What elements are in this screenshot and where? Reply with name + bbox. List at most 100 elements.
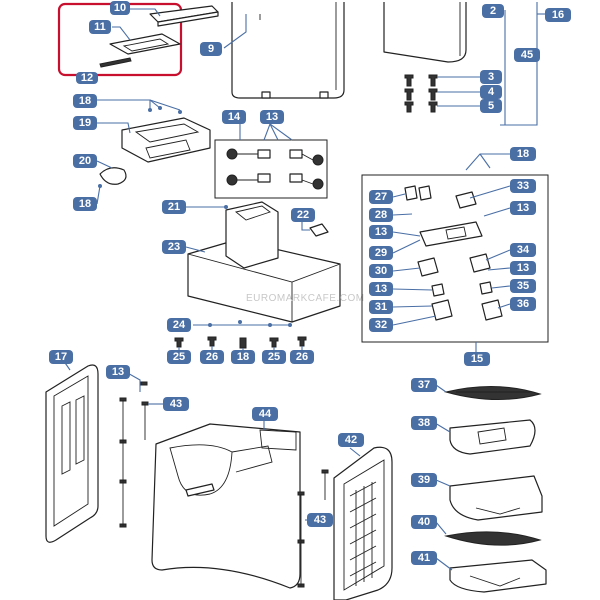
svg-text:2: 2 <box>490 5 496 17</box>
callout-18-c: 18 <box>231 350 255 364</box>
svg-text:26: 26 <box>206 351 218 363</box>
callout-13-f: 13 <box>106 365 130 379</box>
callout-30: 30 <box>369 264 393 278</box>
callout-24: 24 <box>167 318 191 332</box>
callout-32: 32 <box>369 318 393 332</box>
svg-text:44: 44 <box>259 408 272 420</box>
valve-kit-14 <box>214 123 328 199</box>
svg-text:21: 21 <box>168 201 180 213</box>
side-panel-17 <box>45 356 99 543</box>
tray-39 <box>435 475 543 521</box>
callout-16: 16 <box>545 8 571 22</box>
callout-44: 44 <box>252 407 278 421</box>
callout-20: 20 <box>73 154 97 168</box>
callout-29: 29 <box>369 246 393 260</box>
callout-26-b: 26 <box>290 350 314 364</box>
svg-text:35: 35 <box>517 280 529 292</box>
callout-43-b: 43 <box>307 513 333 527</box>
svg-text:31: 31 <box>375 301 387 313</box>
callout-14: 14 <box>222 110 246 124</box>
svg-text:43: 43 <box>314 514 326 526</box>
callout-33: 33 <box>510 179 536 193</box>
callout-2: 2 <box>482 4 504 18</box>
svg-text:12: 12 <box>81 72 93 84</box>
callout-41: 41 <box>411 551 437 565</box>
svg-text:41: 41 <box>418 552 430 564</box>
callout-17: 17 <box>49 350 73 364</box>
callout-25-a: 25 <box>167 350 191 364</box>
callout-28: 28 <box>369 208 393 222</box>
callout-23: 23 <box>162 240 186 254</box>
callout-13-d: 13 <box>510 201 536 215</box>
tray-41 <box>435 557 547 593</box>
screw-group-3-4-5 <box>404 74 480 113</box>
callout-45: 45 <box>514 48 540 62</box>
watermark-text: EUROMARKCAFE.COM <box>246 293 365 304</box>
callout-9: 9 <box>200 42 222 56</box>
svg-text:25: 25 <box>268 351 280 363</box>
callout-40: 40 <box>411 515 437 529</box>
svg-text:13: 13 <box>517 262 529 274</box>
svg-text:4: 4 <box>488 86 495 98</box>
callout-42: 42 <box>338 433 364 447</box>
callout-38: 38 <box>411 416 437 430</box>
svg-text:16: 16 <box>552 9 564 21</box>
callout-25-b: 25 <box>262 350 286 364</box>
screw-column-right <box>297 469 329 588</box>
callout-19: 19 <box>73 116 97 130</box>
callout-22: 22 <box>291 208 315 222</box>
svg-text:24: 24 <box>173 319 186 331</box>
svg-text:29: 29 <box>375 247 387 259</box>
svg-text:13: 13 <box>375 226 387 238</box>
svg-text:40: 40 <box>418 516 430 528</box>
svg-text:23: 23 <box>168 241 180 253</box>
side-bracket <box>500 2 545 126</box>
svg-text:27: 27 <box>375 191 387 203</box>
svg-text:15: 15 <box>471 353 483 365</box>
svg-text:37: 37 <box>418 379 430 391</box>
dispenser-kit-15 <box>361 153 549 352</box>
svg-text:13: 13 <box>112 366 124 378</box>
callout-13-a: 13 <box>260 110 284 124</box>
spring-clip-20 <box>96 160 127 205</box>
svg-text:18: 18 <box>79 95 91 107</box>
tray-38 <box>434 419 536 455</box>
svg-text:13: 13 <box>266 111 278 123</box>
callout-5: 5 <box>480 99 502 113</box>
svg-text:18: 18 <box>79 198 91 210</box>
callout-26-a: 26 <box>200 350 224 364</box>
svg-text:20: 20 <box>79 155 91 167</box>
svg-text:18: 18 <box>517 148 529 160</box>
svg-text:13: 13 <box>517 202 529 214</box>
callout-13-e: 13 <box>510 261 536 275</box>
drip-tray-assembly <box>57 2 247 77</box>
base-frame-23 <box>185 201 341 327</box>
svg-text:39: 39 <box>418 474 430 486</box>
svg-text:13: 13 <box>375 283 387 295</box>
front-panel <box>383 2 467 63</box>
svg-text:14: 14 <box>228 111 241 123</box>
svg-text:18: 18 <box>237 351 249 363</box>
callout-43-a: 43 <box>163 397 189 411</box>
callout-21: 21 <box>162 200 186 214</box>
callout-18-d: 18 <box>510 147 536 161</box>
callout-31: 31 <box>369 300 393 314</box>
callout-27: 27 <box>369 190 393 204</box>
callout-36: 36 <box>510 297 536 311</box>
callout-18-b: 18 <box>73 197 97 211</box>
grill-frame-19 <box>97 99 211 163</box>
front-cover-44 <box>151 414 301 589</box>
svg-text:3: 3 <box>488 71 494 83</box>
svg-text:45: 45 <box>521 49 533 61</box>
callout-11: 11 <box>89 20 111 34</box>
screw-column-left <box>119 371 163 528</box>
svg-text:30: 30 <box>375 265 387 277</box>
callout-18-a: 18 <box>73 94 97 108</box>
callout-37: 37 <box>411 378 437 392</box>
svg-text:19: 19 <box>79 117 91 129</box>
callout-10: 10 <box>110 1 130 15</box>
svg-text:10: 10 <box>114 2 126 14</box>
plug-22 <box>301 222 329 237</box>
